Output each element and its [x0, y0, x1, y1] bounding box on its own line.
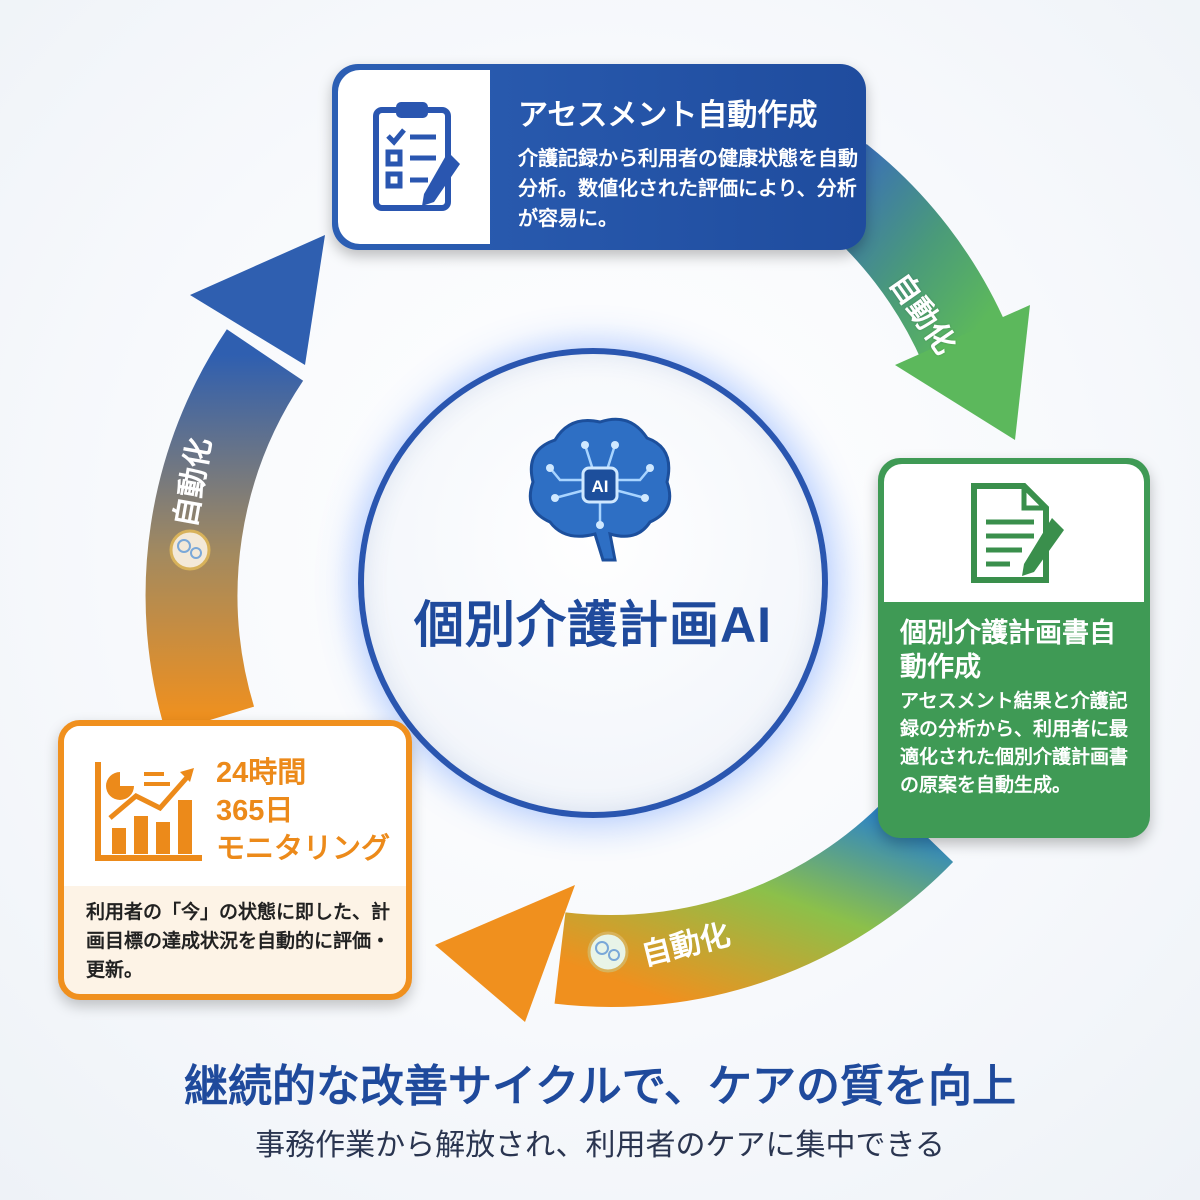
brain-badge-icon [169, 529, 211, 571]
growth-chart-icon [95, 762, 202, 861]
document-pen-icon [971, 483, 1064, 583]
ai-brain-icon: AI [528, 417, 672, 562]
brain-badge-icon [587, 931, 629, 973]
card-assessment: アセスメント自動作成 介護記録から利用者の健康状態を自動分析。数値化された評価に… [332, 64, 866, 250]
ai-chip-label: AI [592, 477, 609, 496]
stat-line-hours: 24時間 [216, 757, 307, 789]
card-care-plan-description: アセスメント結果と介護記録の分析から、利用者に最適化された個別介護計画書の原案を… [900, 691, 1129, 796]
card-monitoring-stat: 24時間 365日 モニタリング [216, 754, 390, 868]
card-monitoring: 24時間 365日 モニタリング 利用者の「今」の状態に即した、計画目標の達成状… [58, 720, 412, 1000]
card-care-plan: 個別介護計画書自動作成 アセスメント結果と介護記録の分析から、利用者に最適化され… [878, 458, 1150, 838]
clipboard-checklist-icon [373, 102, 460, 211]
footer-subline: 事務作業から解放され、利用者のケアに集中できる [255, 1129, 945, 1162]
center-title: 個別介護計画AI [414, 597, 772, 653]
card-monitoring-description: 利用者の「今」の状態に即した、計画目標の達成状況を自動的に評価・更新。 [86, 902, 391, 981]
card-assessment-title: アセスメント自動作成 [518, 99, 818, 132]
stat-line-monitoring: モニタリング [216, 833, 391, 865]
card-care-plan-icon-box [884, 464, 1144, 602]
card-assessment-description: 介護記録から利用者の健康状態を自動分析。数値化された評価により、分析が容易に。 [518, 148, 858, 230]
stat-line-days: 365日 [216, 795, 294, 827]
card-assessment-icon-box [338, 70, 490, 244]
card-care-plan-title: 個別介護計画書自動作成 [900, 618, 1116, 682]
footer-headline: 継続的な改善サイクルで、ケアの質を向上 [183, 1062, 1017, 1111]
